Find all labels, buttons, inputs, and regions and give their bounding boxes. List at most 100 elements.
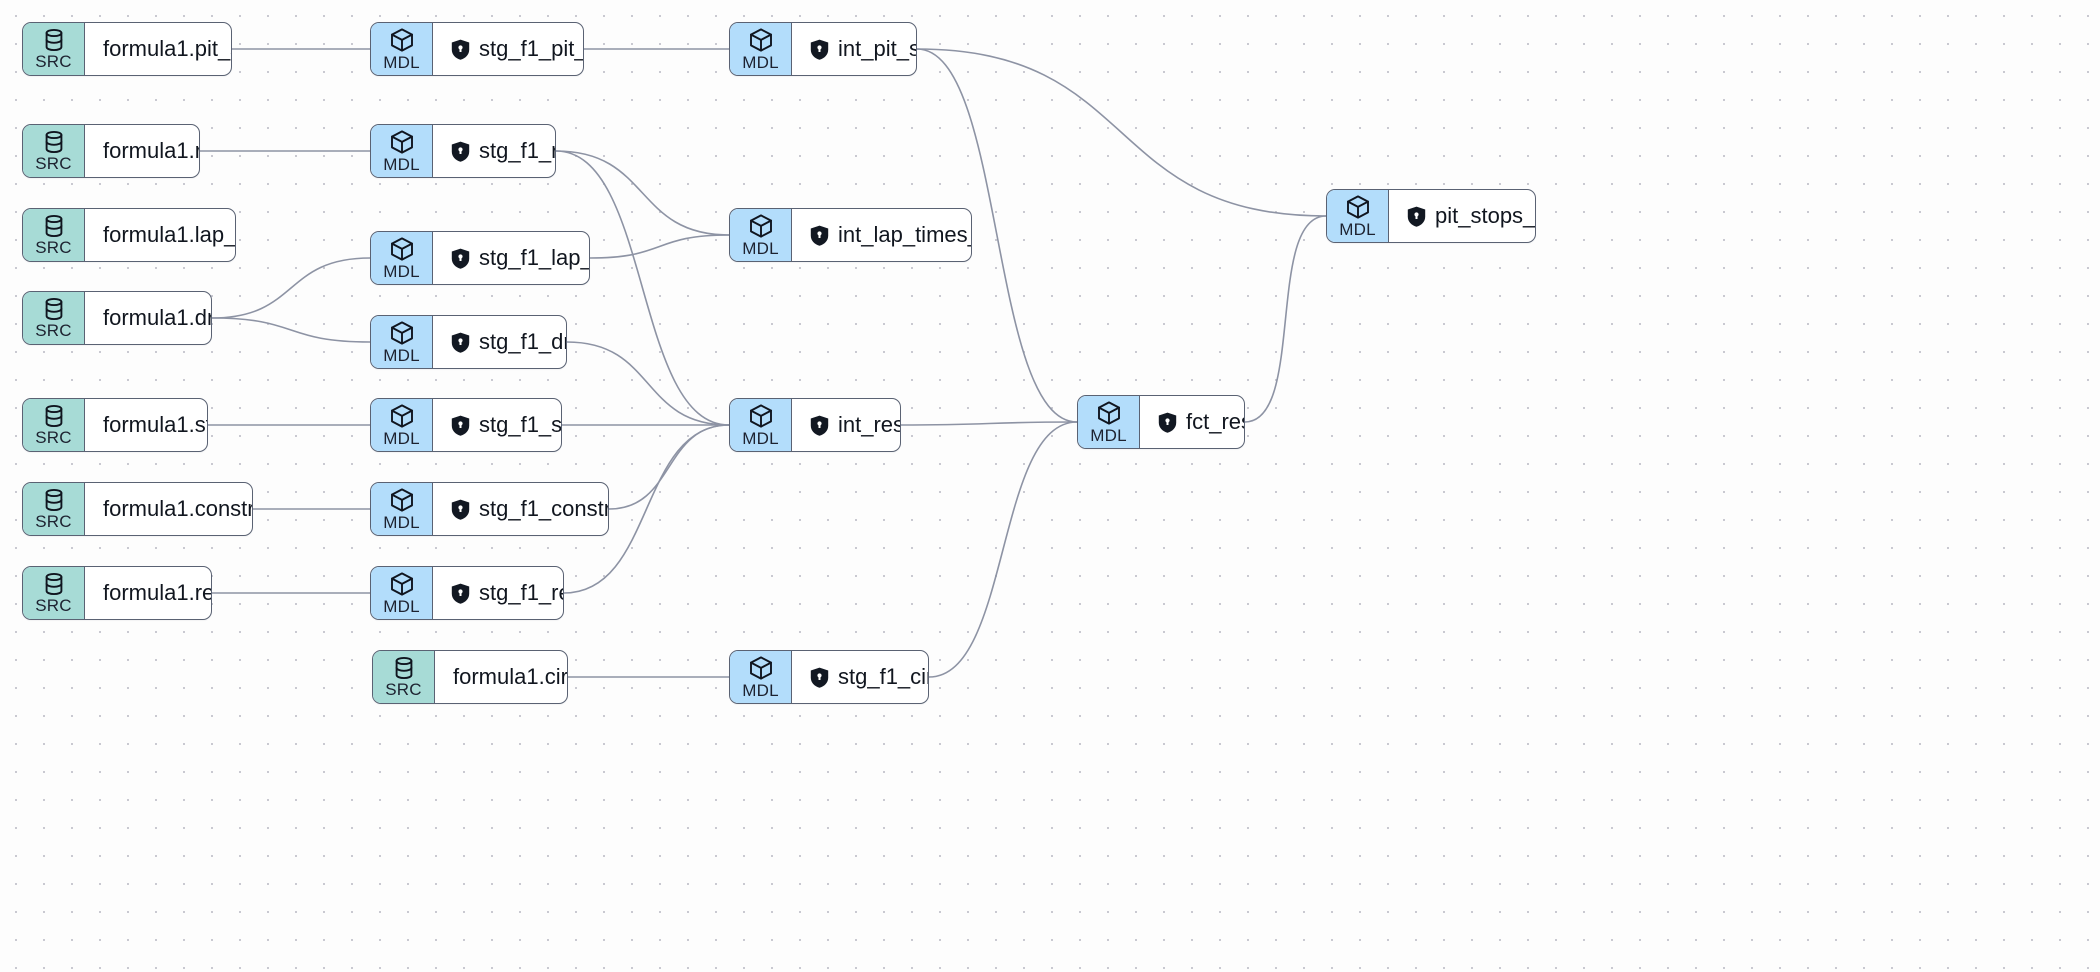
edge-src_drivers-to-stg_drivers [211,317,371,343]
node-label: int_results [838,412,900,437]
edge-int_results-to-fct_results [900,421,1078,426]
node-type-badge-src_results: SRC [23,567,85,619]
graph-node-stg_constructors[interactable]: MDL stg_f1_constructors [370,482,609,536]
node-body-int_results: int_results [792,399,900,451]
node-label: stg_f1_circuits [838,664,928,689]
node-body-src_drivers: formula1.drivers [85,292,211,344]
node-type-label: MDL [383,429,420,448]
node-type-badge-stg_lap_times: MDL [371,232,433,284]
database-icon [391,656,417,680]
node-type-label: SRC [35,154,72,173]
node-body-int_lap_times_years: int_lap_times_years [792,209,971,261]
node-type-label: SRC [35,321,72,340]
node-type-label: MDL [383,53,420,72]
node-type-badge-stg_results: MDL [371,567,433,619]
node-label: fct_results [1186,409,1244,434]
node-body-src_pit_stops: formula1.pit_stops [85,23,231,75]
graph-node-int_pit_stops[interactable]: MDL int_pit_stops [729,22,917,76]
node-type-badge-src_pit_stops: SRC [23,23,85,75]
graph-node-src_pit_stops[interactable]: SRC formula1.pit_stops [22,22,232,76]
shield-lock-icon [451,499,470,520]
edge-stg_drivers-to-int_results [566,341,730,426]
shield-lock-icon [810,39,829,60]
node-type-label: SRC [35,238,72,257]
node-body-stg_status: stg_f1_status [433,399,561,451]
graph-node-src_results[interactable]: SRC formula1.results [22,566,212,620]
node-body-src_results: formula1.results [85,567,211,619]
node-type-badge-int_pit_stops: MDL [730,23,792,75]
graph-node-int_lap_times_years[interactable]: MDL int_lap_times_years [729,208,972,262]
shield-lock-icon [451,332,470,353]
node-type-badge-int_lap_times_years: MDL [730,209,792,261]
graph-node-stg_lap_times[interactable]: MDL stg_f1_lap_times [370,231,590,285]
shield-lock-icon [451,415,470,436]
database-icon [41,488,67,512]
node-type-label: SRC [35,512,72,531]
node-body-int_pit_stops: int_pit_stops [792,23,916,75]
edge-stg_races-to-int_results [555,150,730,426]
graph-node-stg_circuits[interactable]: MDL stg_f1_circuits [729,650,929,704]
node-body-stg_races: stg_f1_races [433,125,555,177]
database-icon [41,297,67,321]
node-label: int_lap_times_years [838,222,971,247]
node-type-label: MDL [742,681,779,700]
cube-icon [748,27,774,53]
edge-stg_constructors-to-int_results [608,424,730,510]
node-body-stg_lap_times: stg_f1_lap_times [433,232,589,284]
node-body-stg_circuits: stg_f1_circuits [792,651,928,703]
shield-lock-icon [451,141,470,162]
edge-int_pit_stops-to-pit_stops_joined [916,48,1327,217]
node-type-label: MDL [383,513,420,532]
database-icon [41,28,67,52]
cube-icon [389,129,415,155]
node-body-src_circuits: formula1.circuits [435,651,567,703]
cube-icon [748,403,774,429]
edge-stg_circuits-to-fct_results [928,421,1078,678]
node-label: stg_f1_pit_stops [479,36,583,61]
graph-node-src_circuits[interactable]: SRC formula1.circuits [372,650,568,704]
node-type-label: SRC [385,680,422,699]
node-type-badge-stg_constructors: MDL [371,483,433,535]
cube-icon [1096,400,1122,426]
node-body-stg_results: stg_f1_results [433,567,563,619]
node-label: stg_f1_races [479,138,555,163]
node-type-badge-stg_circuits: MDL [730,651,792,703]
cube-icon [1345,194,1371,220]
node-type-label: SRC [35,596,72,615]
cube-icon [389,403,415,429]
shield-lock-icon [1407,206,1426,227]
node-label: stg_f1_lap_times [479,245,589,270]
graph-node-src_drivers[interactable]: SRC formula1.drivers [22,291,212,345]
graph-node-stg_status[interactable]: MDL stg_f1_status [370,398,562,452]
cube-icon [389,487,415,513]
node-type-badge-src_races: SRC [23,125,85,177]
node-type-label: SRC [35,52,72,71]
node-body-stg_drivers: stg_f1_drivers [433,316,566,368]
shield-lock-icon [451,39,470,60]
edge-fct_results-to-pit_stops_joined [1244,215,1327,423]
graph-node-stg_pit_stops[interactable]: MDL stg_f1_pit_stops [370,22,584,76]
shield-lock-icon [810,667,829,688]
node-label: int_pit_stops [838,36,916,61]
node-label: formula1.status [103,412,207,437]
node-type-label: MDL [742,53,779,72]
cube-icon [389,571,415,597]
node-type-label: MDL [383,262,420,281]
shield-lock-icon [810,225,829,246]
node-type-badge-stg_status: MDL [371,399,433,451]
database-icon [41,214,67,238]
edge-stg_lap_times-to-int_lap_times_years [589,234,730,259]
node-body-stg_constructors: stg_f1_constructors [433,483,608,535]
node-body-fct_results: fct_results [1140,396,1244,448]
